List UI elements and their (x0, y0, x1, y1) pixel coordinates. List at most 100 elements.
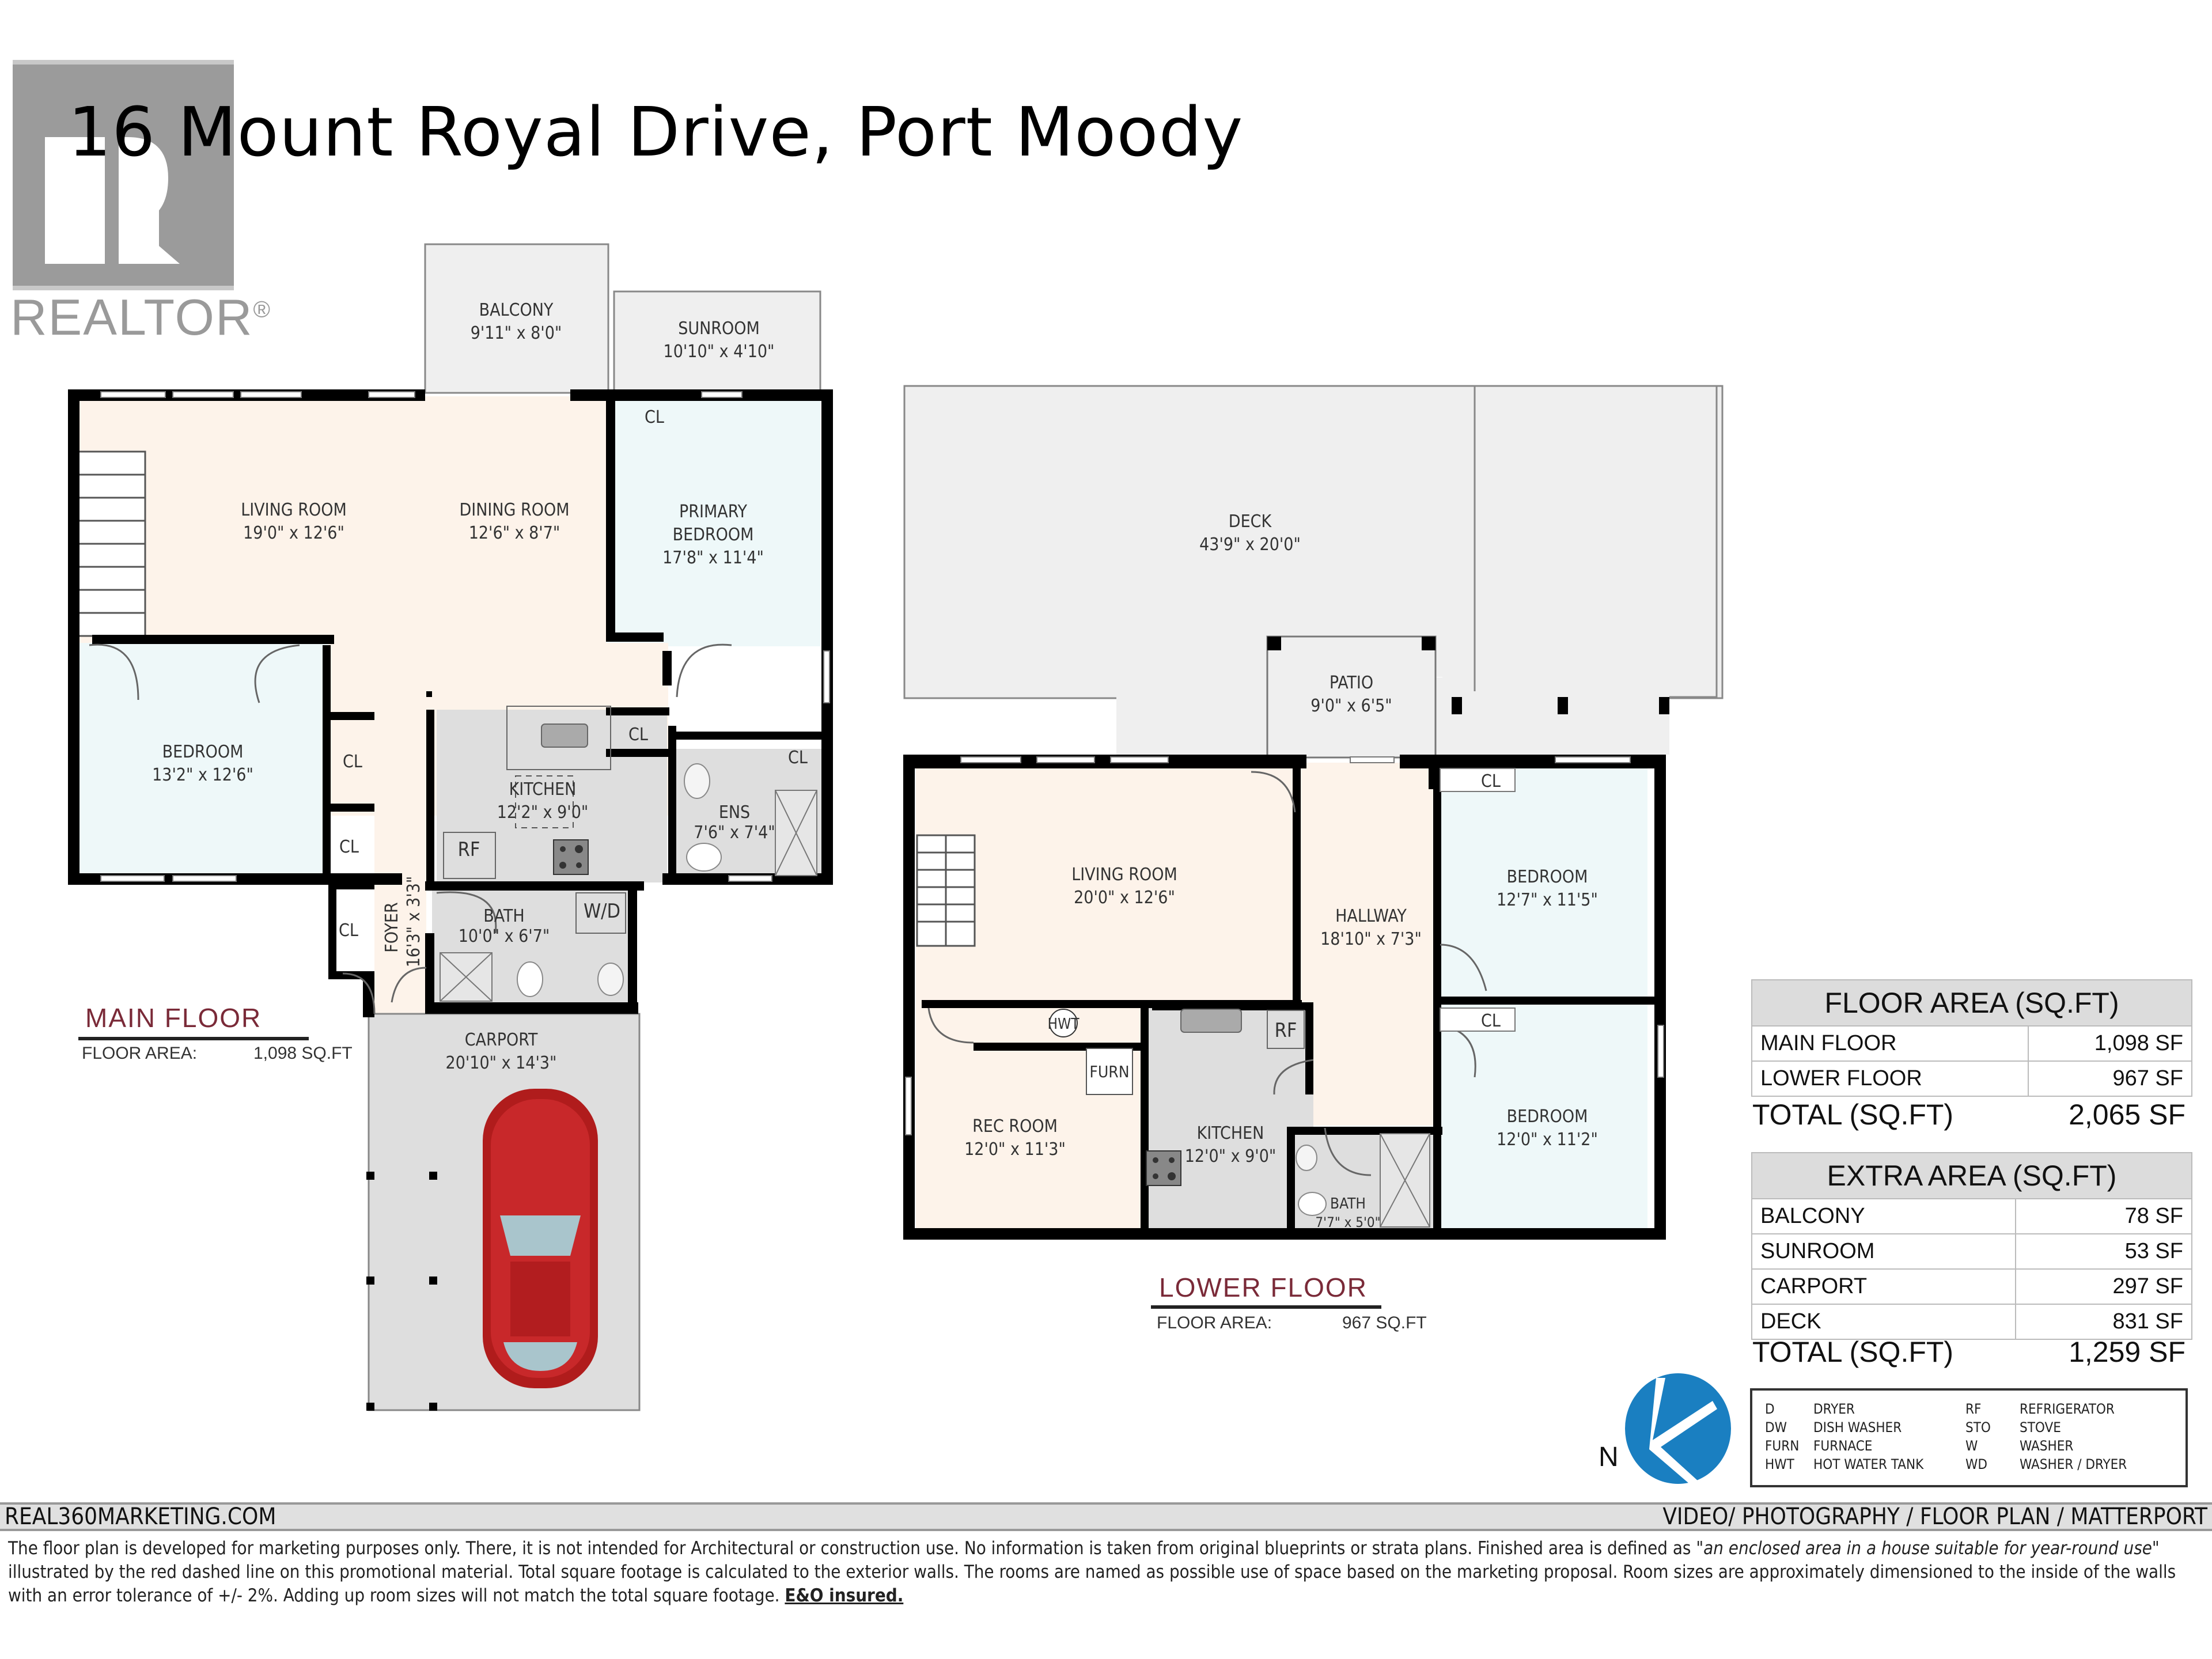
footer-bar: REAL360MARKETING.COM VIDEO/ PHOTOGRAPHY … (0, 1502, 2212, 1531)
rec-room-dims: 12'0" x 11'3" (964, 1139, 1066, 1160)
fridge-label: RF (458, 838, 480, 861)
living-room-label: LIVING ROOM (241, 500, 347, 520)
foyer-dims: 16'3" x 3'3" (404, 876, 424, 968)
patio-area (1266, 635, 1437, 759)
bath-label: BATH (1330, 1195, 1366, 1213)
disclaimer-text: The floor plan is developed for marketin… (8, 1537, 2197, 1608)
closet-label: CL (1481, 771, 1501, 791)
closet-label: CL (339, 921, 358, 941)
total-label: TOTAL (SQ.FT) (1752, 1336, 1954, 1368)
abbreviation-legend: D DRYER RF REFRIGERATOR DW DISH WASHER S… (1750, 1388, 2188, 1487)
floor-area-header: FLOOR AREA (SQ.FT) (1751, 979, 2192, 1027)
legend-meaning: HOT WATER TANK (1813, 1456, 1924, 1472)
row-value: 53 SF (2015, 1233, 2192, 1270)
legend-abbr: DW (1765, 1419, 1787, 1435)
sunroom-area (613, 290, 821, 394)
living-room-label: LIVING ROOM (1071, 865, 1177, 885)
kitchen-dims: 12'2" x 9'0" (497, 802, 589, 823)
furnace-label: FURN (1089, 1062, 1129, 1081)
bath-toilet-icon (1298, 1192, 1327, 1216)
bedroom-label: BEDROOM (1507, 867, 1588, 887)
stove-icon (553, 839, 589, 875)
legend-meaning: WASHER (2020, 1438, 2074, 1454)
total-value: 2,065 SF (2069, 1099, 2186, 1131)
footer-website-link[interactable]: REAL360MARKETING.COM (5, 1503, 276, 1530)
table-row: CARPORT 297 SF (1751, 1268, 2192, 1305)
legend-abbr: W (1965, 1438, 1978, 1454)
lower-floor-area-label: FLOOR AREA: (1157, 1313, 1272, 1332)
eo-insured: E&O insured. (785, 1585, 904, 1606)
table-row: MAIN FLOOR 1,098 SF (1751, 1025, 2193, 1062)
disclaimer-part2: illustrated by the red dashed line on th… (8, 1562, 2176, 1606)
hallway-dims: 18'10" x 7'3" (1320, 929, 1422, 949)
kitchen-island (515, 775, 574, 828)
kitchen-sink-icon (541, 724, 588, 748)
legend-meaning: REFRIGERATOR (2020, 1401, 2115, 1417)
legend-abbr: FURN (1765, 1438, 1800, 1454)
row-label: SUNROOM (1751, 1233, 2017, 1270)
closet-label: CL (788, 748, 808, 768)
hot-water-tank-icon (1049, 1009, 1078, 1037)
deck-dims: 43'9" x 20'0" (1199, 535, 1301, 555)
lower-floor-plan (903, 385, 1724, 1240)
legend-abbr: D (1765, 1401, 1775, 1417)
furnace-box (1086, 1048, 1133, 1095)
row-value: 297 SF (2015, 1268, 2192, 1305)
legend-meaning: WASHER / DRYER (2020, 1456, 2127, 1472)
main-floor-label: MAIN FLOOR (85, 1003, 262, 1033)
north-label: N (1599, 1442, 1619, 1472)
legend-abbr: RF (1965, 1401, 1982, 1417)
primary-bedroom-dims: 17'8" x 11'4" (662, 548, 764, 568)
primary-bedroom-label: PRIMARY (679, 502, 748, 522)
closet-label: CL (645, 407, 664, 427)
legend-meaning: FURNACE (1813, 1438, 1873, 1454)
balcony-label: BALCONY (479, 300, 554, 320)
total-value: 1,259 SF (2069, 1336, 2186, 1368)
lower-floor-area-value: 967 SQ.FT (1342, 1313, 1427, 1332)
extra-area-table: EXTRA AREA (SQ.FT) BALCONY 78 SF SUNROOM… (1751, 1152, 2192, 1340)
table-row: DECK 831 SF (1751, 1304, 2192, 1340)
row-value: 831 SF (2015, 1304, 2192, 1340)
bath-sink-icon (597, 963, 624, 996)
row-label: BALCONY (1751, 1198, 2017, 1234)
washer-dryer-box (575, 892, 626, 934)
total-label: TOTAL (SQ.FT) (1752, 1099, 1954, 1131)
legend-abbr: STO (1965, 1419, 1991, 1435)
floor-area-total: TOTAL (SQ.FT) 2,065 SF (1752, 1098, 2186, 1131)
balcony-dims: 9'11" x 8'0" (471, 323, 562, 343)
bedroom-label: BEDROOM (1507, 1107, 1588, 1127)
main-floor-plan (68, 243, 833, 1411)
realtor-r-icon (13, 60, 234, 290)
washer-dryer-label: W/D (584, 900, 620, 923)
page-title: 16 Mount Royal Drive, Port Moody (68, 92, 1244, 172)
deck-label: DECK (1229, 512, 1272, 532)
lower-floor-label: LOWER FLOOR (1159, 1272, 1368, 1302)
row-label: MAIN FLOOR (1751, 1025, 2029, 1062)
primary-bedroom-label2: BEDROOM (673, 525, 754, 545)
dining-room-label: DINING ROOM (459, 500, 569, 520)
bedroom-dims: 13'2" x 12'6" (152, 765, 253, 785)
closet-label: CL (343, 752, 362, 772)
realtor-wordmark: REALTOR® (10, 288, 271, 347)
bedroom-dims: 12'7" x 11'5" (1497, 890, 1598, 910)
patio-label: PATIO (1330, 673, 1373, 693)
stairs-icon (916, 834, 976, 947)
registered-mark: ® (253, 297, 271, 323)
kitchen-sink-icon (1180, 1009, 1242, 1033)
extra-area-total: TOTAL (SQ.FT) 1,259 SF (1752, 1335, 2186, 1369)
kitchen-label: KITCHEN (509, 779, 577, 800)
foyer-label: FOYER (382, 902, 402, 952)
legend-abbr: HWT (1765, 1456, 1794, 1472)
bath-shower-icon (440, 952, 493, 1002)
living-room-dims: 20'0" x 12'6" (1074, 888, 1175, 908)
main-floor-area-label: FLOOR AREA: (82, 1044, 198, 1063)
realtor-word: REALTOR (10, 289, 253, 346)
realtor-logo (13, 60, 234, 290)
footer-services: VIDEO/ PHOTOGRAPHY / FLOOR PLAN / MATTER… (1662, 1503, 2207, 1530)
disclaimer-part1: The floor plan is developed for marketin… (8, 1538, 1696, 1559)
main-floor-underline (78, 1037, 309, 1040)
closet-label: CL (628, 725, 648, 745)
row-label: LOWER FLOOR (1751, 1060, 2029, 1097)
row-label: DECK (1751, 1304, 2017, 1340)
floor-area-table: FLOOR AREA (SQ.FT) MAIN FLOOR 1,098 SF L… (1751, 979, 2193, 1097)
